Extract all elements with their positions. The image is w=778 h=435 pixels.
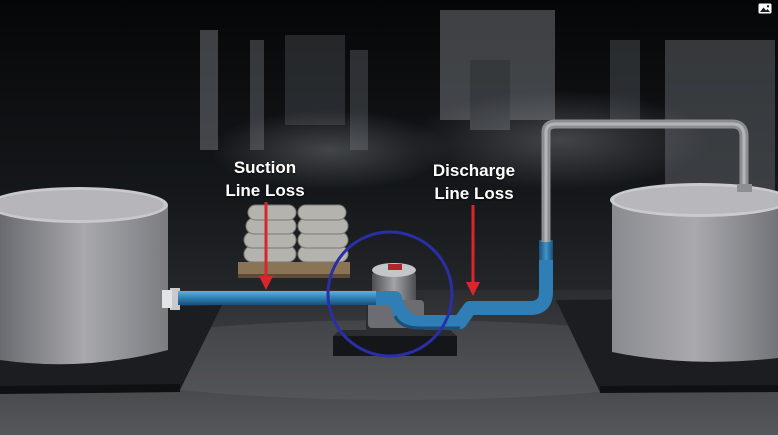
image-icon[interactable] <box>758 3 772 14</box>
suction-label-line2: Line Loss <box>225 181 305 200</box>
suction-line-loss-label: Suction Line Loss <box>210 156 320 202</box>
suction-label-line1: Suction <box>233 158 297 177</box>
suction-arrow <box>259 202 273 290</box>
discharge-label-line2: Line Loss <box>434 184 514 203</box>
discharge-arrow <box>466 205 480 296</box>
discharge-line-loss-label: Discharge Line Loss <box>415 159 533 205</box>
discharge-label-line1: Discharge <box>432 161 516 180</box>
